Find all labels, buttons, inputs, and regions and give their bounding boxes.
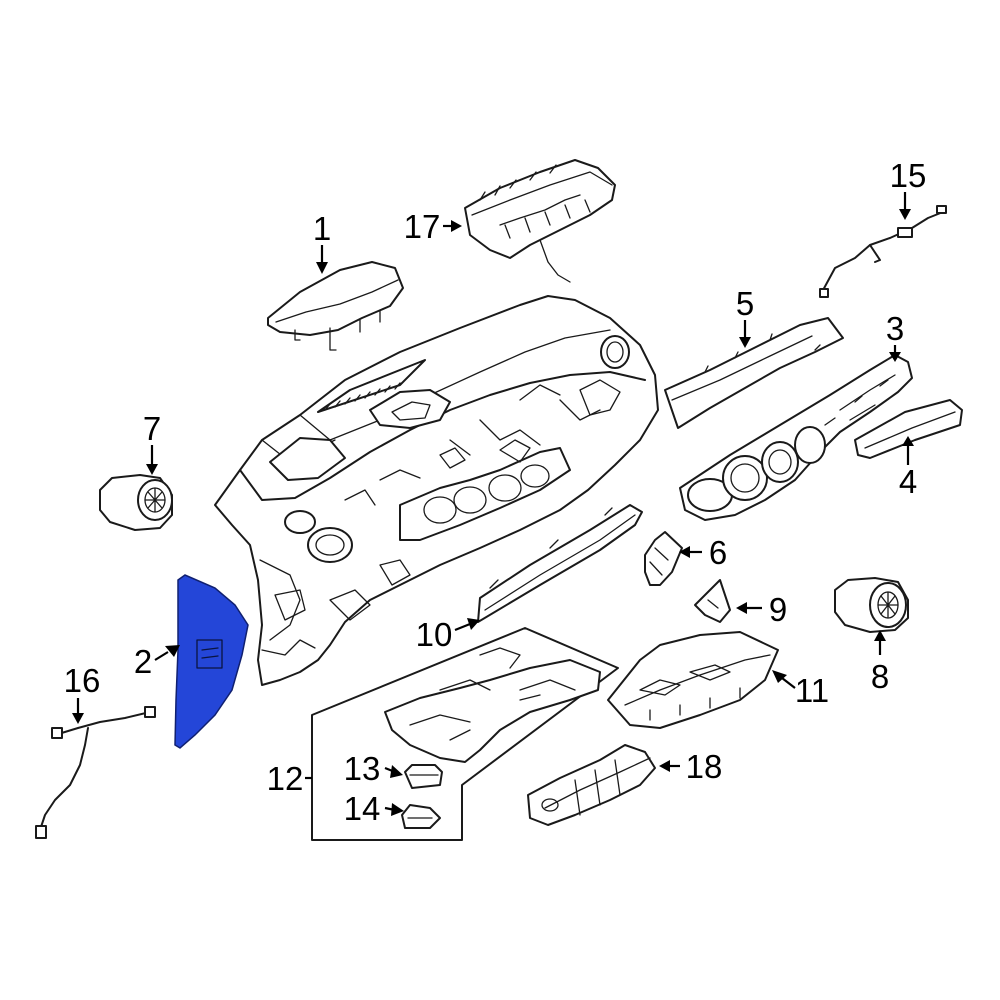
- part-7-left-air-vent: [99, 474, 173, 531]
- part-4-right-trim: [854, 399, 963, 459]
- part-9-small-bracket: [694, 579, 731, 623]
- callout-7: 7: [143, 410, 161, 447]
- part-13-clip: [404, 764, 443, 789]
- callout-3: 3: [886, 310, 904, 347]
- part-17-airbag-module: [464, 159, 616, 283]
- part-15-wiring-harness: [819, 205, 947, 298]
- part-6-switch-bracket: [644, 531, 683, 586]
- callout-14: 14: [344, 790, 381, 827]
- callout-18: 18: [686, 748, 723, 785]
- part-11-lower-panel: [607, 631, 779, 729]
- callout-10: 10: [416, 616, 453, 653]
- callout-13: 13: [344, 750, 381, 787]
- part-2-glove-box-door: [174, 574, 249, 749]
- part-12-assembly-box: [311, 627, 619, 841]
- callout-15: 15: [890, 157, 927, 194]
- callout-labels: 1 2 3 4 5 6 7 8 9 10 11 12 13 14 15 16 1…: [64, 157, 927, 827]
- instrument-panel: [214, 295, 659, 686]
- part-10-lower-trim: [477, 504, 643, 623]
- callout-5: 5: [736, 285, 754, 322]
- part-16-wiring-harness: [35, 706, 156, 839]
- callout-6: 6: [709, 534, 727, 571]
- part-1-top-cover: [267, 261, 404, 351]
- part-5-upper-trim: [664, 317, 844, 429]
- callout-11: 11: [795, 672, 829, 709]
- part-3-cluster-housing: [679, 354, 913, 521]
- part-8-right-air-vent: [834, 577, 909, 633]
- callout-9: 9: [769, 591, 787, 628]
- callout-8: 8: [871, 658, 889, 695]
- callout-4: 4: [899, 463, 917, 500]
- callout-17: 17: [404, 208, 441, 245]
- callout-16: 16: [64, 662, 101, 699]
- part-18-knee-bolster: [527, 744, 656, 826]
- callout-12: 12: [267, 760, 304, 797]
- callout-1: 1: [313, 210, 331, 247]
- callout-2: 2: [134, 643, 152, 680]
- part-14-clip: [401, 804, 441, 829]
- leader-lines: [72, 192, 914, 816]
